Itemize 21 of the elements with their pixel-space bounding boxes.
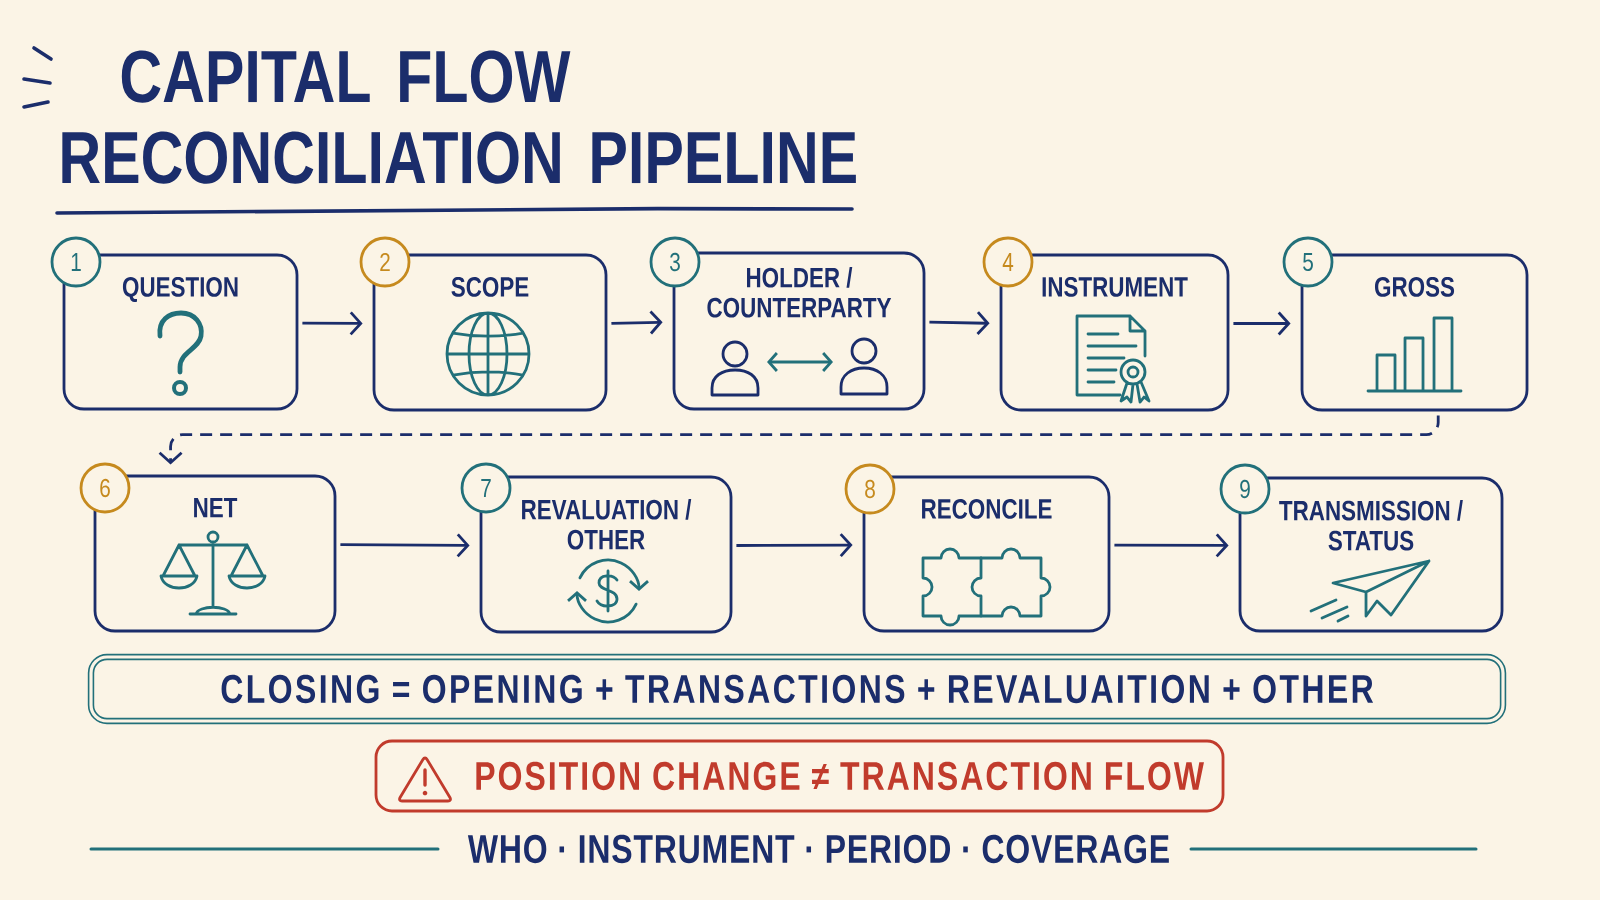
step-number-badge: 4 bbox=[982, 236, 1034, 288]
title: CAPITAL FLOW RECONCILIATION PIPELINE bbox=[62, 50, 856, 184]
arrow bbox=[1233, 311, 1291, 336]
step-number-badge: 7 bbox=[460, 462, 512, 514]
step-number-badge: 2 bbox=[359, 236, 411, 288]
step-number-badge: 9 bbox=[1219, 463, 1271, 515]
warning-box: POSITION CHANGE ≠ TRANSACTION FLOW bbox=[374, 739, 1225, 813]
arrow bbox=[1114, 533, 1229, 558]
formula-box: CLOSING = OPENING + TRANSACTIONS + REVALUAITION + OTHER bbox=[87, 653, 1507, 725]
step-number-badge: 8 bbox=[844, 463, 896, 515]
step-number-badge: 6 bbox=[79, 462, 131, 514]
arrow bbox=[611, 310, 663, 335]
step-number-badge: 5 bbox=[1282, 236, 1334, 288]
step-number-badge: 1 bbox=[50, 236, 102, 288]
arrow bbox=[302, 311, 363, 336]
arrow bbox=[736, 533, 853, 558]
tagline-text: WHO · INSTRUMENT · PERIOD · COVERAGE bbox=[467, 834, 1169, 864]
step-number-badge: 3 bbox=[649, 236, 701, 288]
arrow bbox=[929, 311, 990, 336]
arrow bbox=[158, 415, 1440, 465]
arrow bbox=[340, 533, 470, 558]
